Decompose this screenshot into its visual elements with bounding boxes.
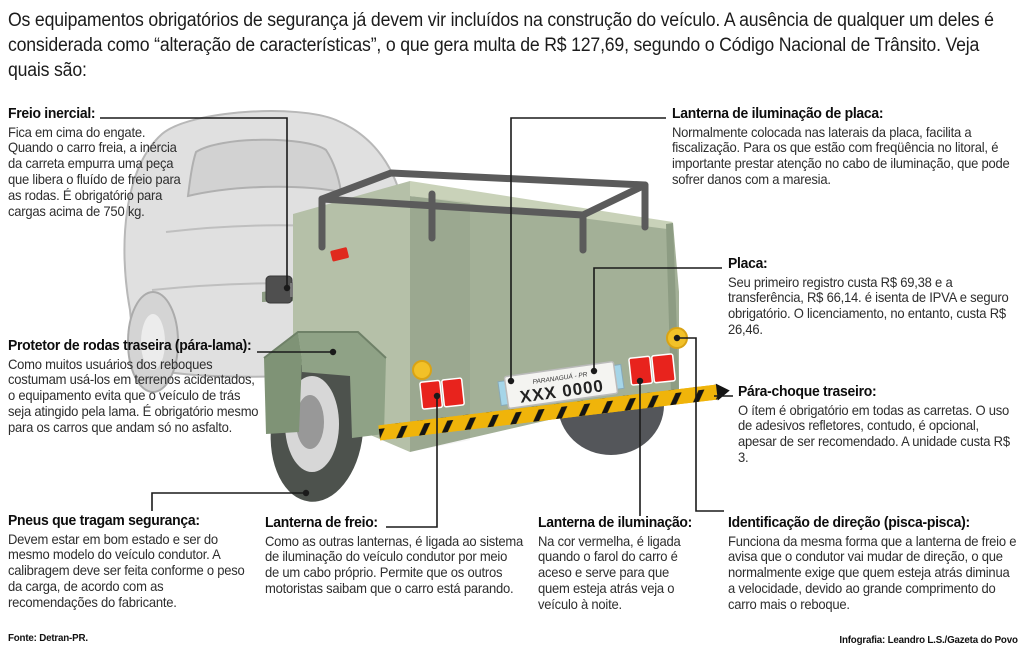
fender-main-face bbox=[298, 332, 386, 438]
callout-pneus: Pneus que tragam segurança: Devem estar … bbox=[8, 512, 248, 611]
callout-title: Placa: bbox=[728, 255, 768, 272]
callout-title: Identificação de direção (pisca-pisca): bbox=[728, 514, 970, 531]
leader-dots bbox=[283, 284, 681, 497]
side-reflector bbox=[330, 247, 349, 262]
callout-placa: Placa: Seu primeiro registro custa R$ 69… bbox=[728, 255, 1016, 338]
callout-freio-inercial: Freio inercial: Fica em cima do engate. … bbox=[8, 105, 189, 220]
callout-body: Como muitos usuários dos reboques costum… bbox=[8, 355, 259, 436]
fender-mudguard bbox=[263, 331, 387, 438]
callout-protetor: Protetor de rodas traseira (pára-lama): … bbox=[8, 337, 261, 436]
callout-title: Freio inercial: bbox=[8, 105, 96, 122]
callout-title: Lanterna de freio: bbox=[265, 514, 378, 531]
callout-lanterna-freio: Lanterna de freio: Como as outras lanter… bbox=[265, 514, 524, 597]
callout-title: Lanterna de iluminação de placa: bbox=[672, 105, 884, 122]
callout-title: Pára-choque traseiro: bbox=[738, 383, 877, 400]
car-rear-window bbox=[186, 138, 343, 198]
fender-ridge bbox=[263, 331, 387, 359]
leader-placa bbox=[593, 267, 722, 369]
tail-light-right-pair bbox=[628, 353, 676, 386]
bumper-arrow-tip bbox=[715, 383, 730, 401]
trailer-shadow-band bbox=[410, 196, 470, 452]
fender-front-face bbox=[264, 332, 302, 434]
callout-body: Na cor vermelha, é ligada quando o farol… bbox=[538, 532, 681, 613]
callout-body: Devem estar em bom estado e ser do mesmo… bbox=[8, 530, 245, 611]
callout-title: Lanterna de iluminação: bbox=[538, 514, 693, 531]
leader-lanterna-placa bbox=[510, 117, 666, 380]
callout-body: Como as outras lanternas, é ligada ao si… bbox=[265, 532, 524, 597]
leader-freio-inercial bbox=[100, 117, 288, 286]
hub bbox=[296, 395, 324, 449]
leader-pneus bbox=[151, 492, 306, 511]
callout-body: Funciona da mesma forma que a lanterna d… bbox=[728, 532, 1017, 613]
callout-body: Seu primeiro registro custa R$ 69,38 e a… bbox=[728, 273, 1009, 338]
callout-body: Normalmente colocada nas laterais da pla… bbox=[672, 123, 1010, 188]
leader-identificacao bbox=[677, 337, 724, 512]
source-credit: Fonte: Detran-PR. bbox=[8, 632, 88, 644]
callout-title: Pneus que tragam segurança: bbox=[8, 512, 200, 529]
callout-title: Protetor de rodas traseira (pára-lama): bbox=[8, 337, 252, 354]
leader-lanterna-freio bbox=[386, 397, 438, 528]
roof-rack bbox=[318, 169, 649, 254]
rear-reflector-left bbox=[412, 360, 432, 380]
intro-paragraph: Os equipamentos obrigatórios de seguranç… bbox=[8, 10, 994, 82]
callout-para-choque: Pára-choque traseiro: O ítem é obrigatór… bbox=[738, 383, 1017, 466]
car-wheel-hub bbox=[141, 314, 165, 370]
trailer-right-edge bbox=[666, 223, 679, 392]
bumper-bar-stripes bbox=[378, 384, 718, 441]
plate-body bbox=[503, 361, 619, 409]
trailer-top-face bbox=[410, 181, 673, 229]
callout-identificacao: Identificação de direção (pisca-pisca): … bbox=[728, 514, 1018, 613]
callout-body: O ítem é obrigatório em todas as carreta… bbox=[738, 401, 1010, 466]
leader-lines bbox=[100, 117, 733, 528]
callout-body: Fica em cima do engate. Quando o carro f… bbox=[8, 123, 181, 220]
callout-lanterna-iluminacao: Lanterna de iluminação: Na cor vermelha,… bbox=[538, 514, 704, 613]
infographic-credit: Infografia: Leandro L.S./Gazeta do Povo bbox=[839, 634, 1018, 646]
callout-lanterna-placa: Lanterna de iluminação de placa: Normalm… bbox=[672, 105, 1018, 188]
license-plate: PARANAGUÁ - PR XXX 0000 bbox=[497, 361, 625, 409]
